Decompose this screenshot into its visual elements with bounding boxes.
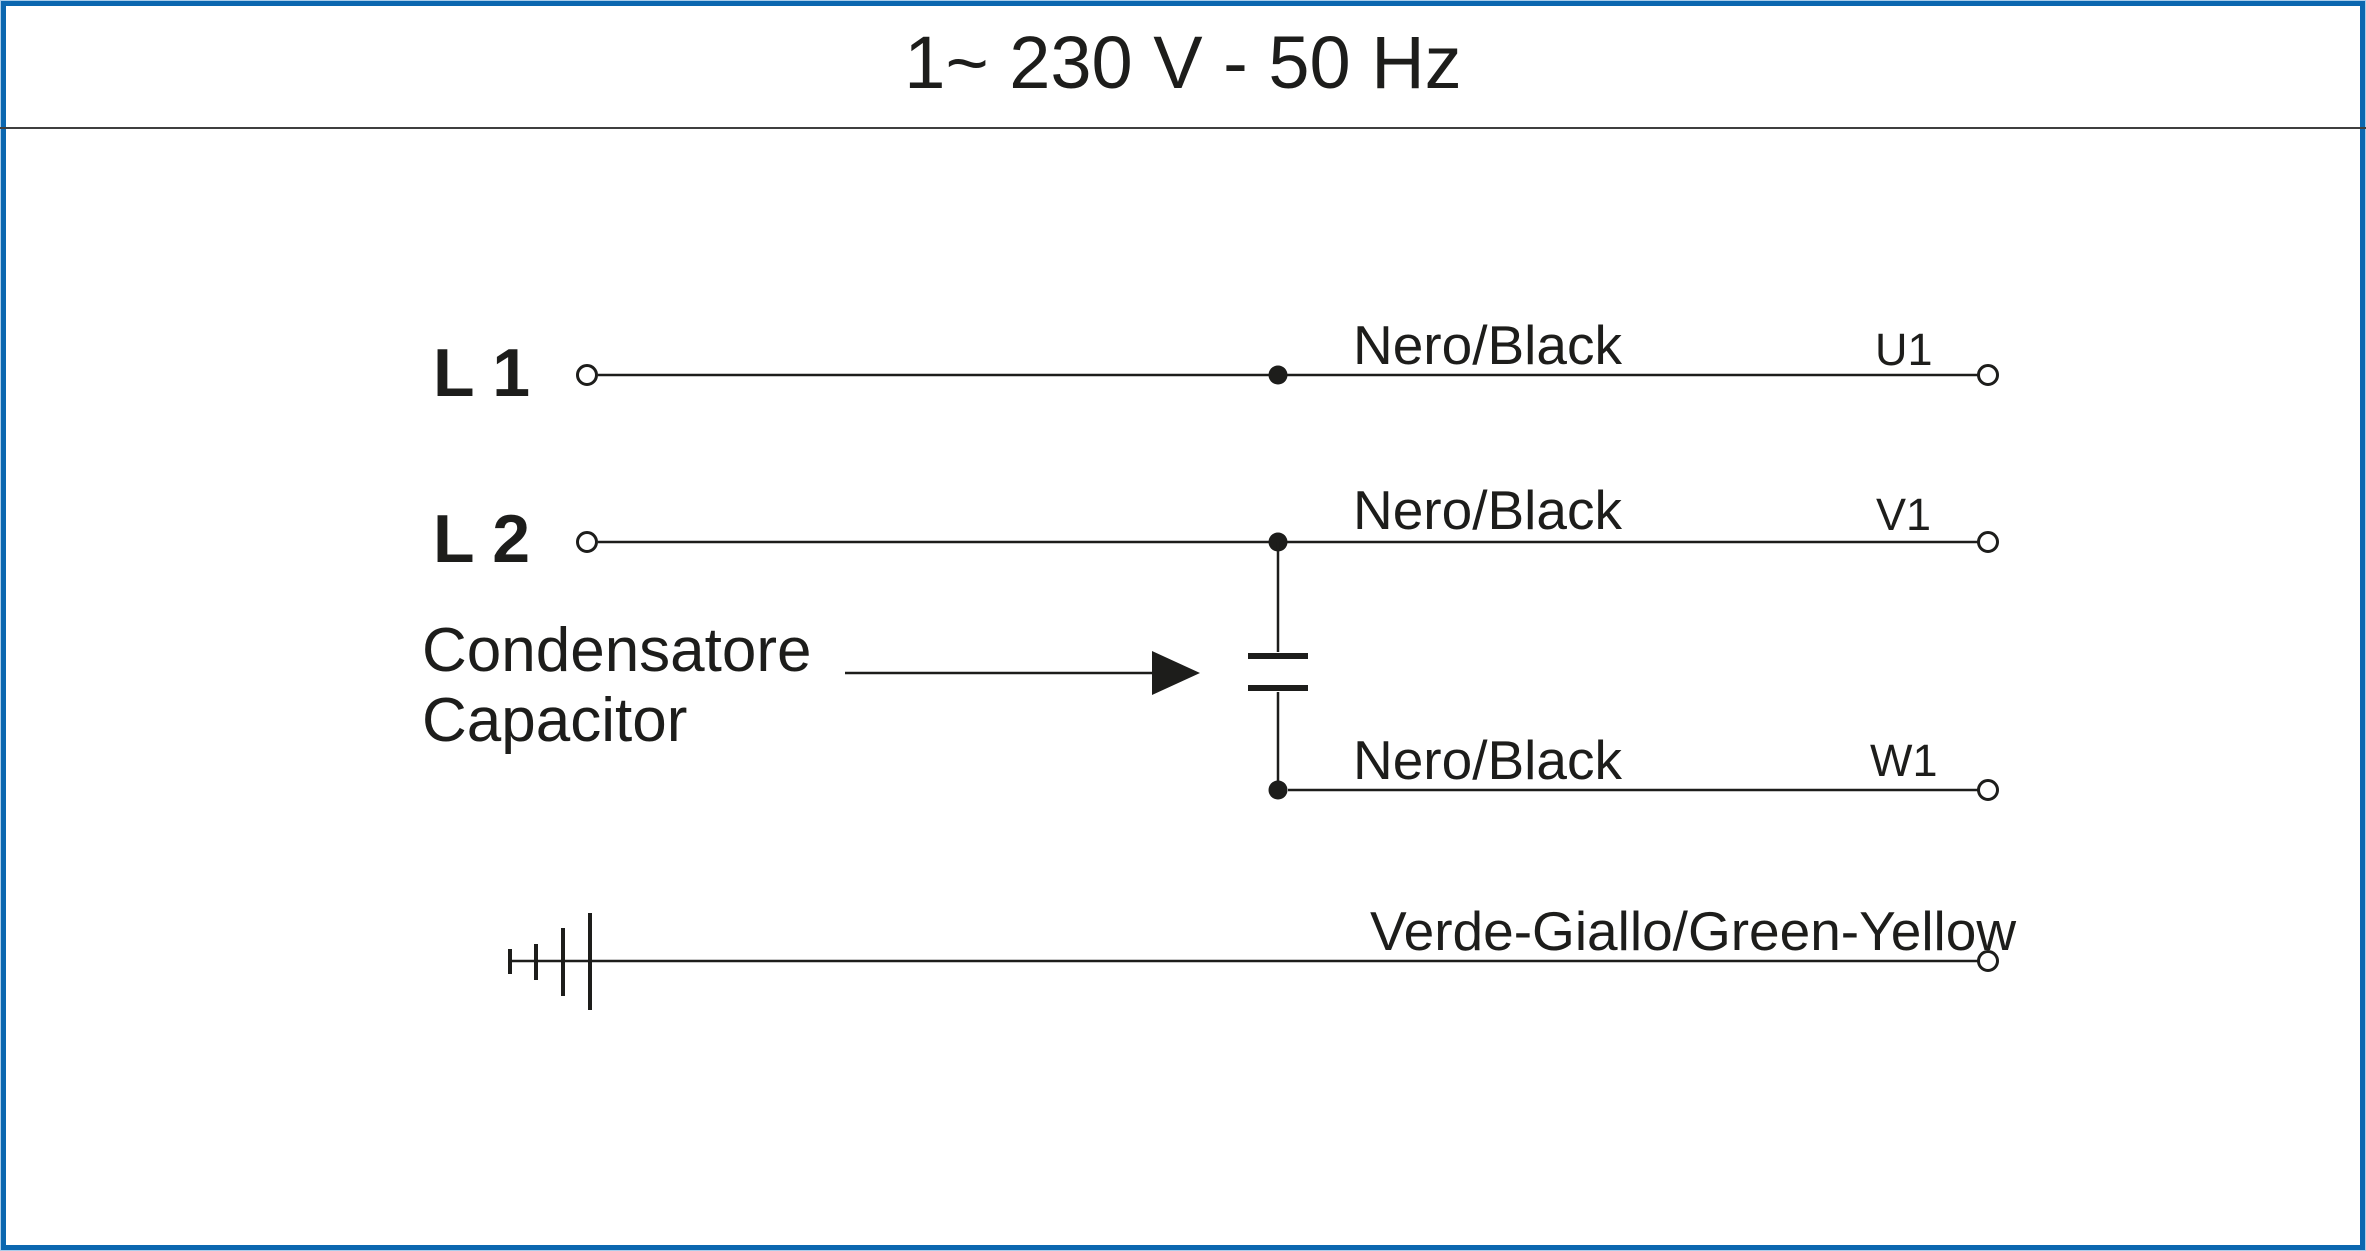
capacitor-annotation-line2: Capacitor [422, 686, 688, 755]
w1-junction-dot-icon [1268, 780, 1288, 800]
input-label-l2: L 2 [433, 501, 531, 577]
capacitor-annotation-line1: Condensatore [422, 616, 812, 685]
arrow-head [1152, 651, 1200, 695]
l1-junction-dot-icon [1268, 365, 1288, 385]
u1-terminal-icon [1977, 364, 1999, 386]
terminal-label-w1: W1 [1870, 735, 1938, 786]
wire-color-label-v1: Nero/Black [1353, 479, 1622, 541]
terminal-label-u1: U1 [1875, 324, 1933, 375]
terminal-label-v1: V1 [1876, 489, 1932, 540]
wire-color-label-w1: Nero/Black [1353, 729, 1622, 791]
earth-terminal-icon [1977, 950, 1999, 972]
capacitor-pointer-arrow-icon [845, 651, 1200, 695]
l2-input-terminal-icon [576, 531, 598, 553]
wire-color-label-earth: Verde-Giallo/Green-Yellow [1370, 900, 2017, 962]
wire-color-label-u1: Nero/Black [1353, 314, 1622, 376]
capacitor-symbol-icon [1248, 542, 1308, 790]
input-label-l1: L 1 [433, 335, 531, 411]
capacitor-annotation: Condensatore Capacitor [422, 616, 812, 756]
v1-terminal-icon [1977, 531, 1999, 553]
w1-terminal-icon [1977, 779, 1999, 801]
diagram-title: 1~ 230 V - 50 Hz [904, 21, 1462, 104]
l1-input-terminal-icon [576, 364, 598, 386]
